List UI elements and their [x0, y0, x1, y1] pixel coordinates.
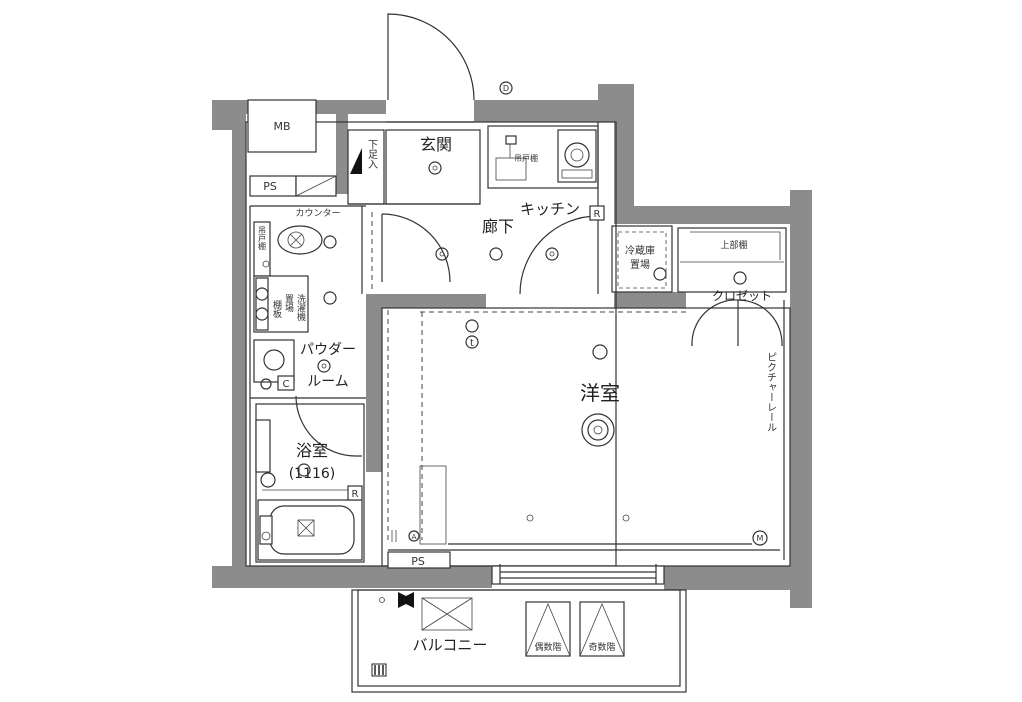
odd-evac-label: 奇数階 — [588, 641, 615, 653]
picture-rail-label: ピクチャーレール — [765, 352, 777, 432]
mark-r2: R — [352, 489, 359, 500]
bathroom-label: 浴室 — [296, 441, 328, 460]
fixtures — [247, 81, 781, 569]
ps-lower-label: PS — [411, 555, 425, 568]
washer-space-label-2: 置場 — [283, 294, 294, 313]
mark-d: D — [503, 84, 509, 93]
fridge-space-label-1: 冷蔵庫 — [625, 244, 655, 257]
powder-room-label-2: ルーム — [307, 374, 349, 390]
ps-upper-label: PS — [263, 180, 277, 193]
western-room-label: 洋室 — [580, 381, 620, 405]
kitchen-label: キッチン — [520, 200, 580, 218]
labels: 玄関 下足入 廊下 キッチン 洋室 クロゼット パウダー ルーム 浴室 (111… — [258, 84, 777, 654]
kitchen-hanging-cabinet-label: 吊戸棚 — [514, 153, 538, 163]
powder-room-label-1: パウダー — [300, 342, 356, 358]
upper-shelf-label: 上部棚 — [720, 239, 747, 251]
balcony-label: バルコニー — [413, 636, 488, 654]
mark-c: C — [283, 379, 290, 390]
mark-a: A — [412, 533, 417, 541]
mark-m: M — [757, 534, 764, 543]
balcony — [351, 589, 687, 693]
entrance-label: 玄関 — [420, 135, 452, 154]
balcony-window — [491, 564, 665, 585]
washer-space-label: 洗濯機 — [295, 293, 306, 322]
shelf-board-label: 棚板 — [271, 299, 282, 319]
bathroom-size-label: (1116) — [289, 466, 336, 482]
hanging-cabinet-label: 吊戸棚 — [258, 226, 267, 251]
corridor-label: 廊下 — [482, 217, 514, 236]
doors — [295, 13, 783, 457]
even-evac-label: 偶数階 — [534, 641, 561, 653]
inner-lines — [245, 121, 791, 567]
closet-label: クロゼット — [712, 289, 772, 303]
mark-r1: R — [594, 209, 601, 220]
mb-label: MB — [273, 120, 290, 133]
counter-label: カウンター — [295, 208, 340, 219]
fridge-space-label-2: 置場 — [630, 258, 650, 271]
walls — [212, 84, 812, 608]
shoe-box-label: 下足入 — [366, 139, 378, 169]
mark-t: t — [470, 338, 474, 349]
